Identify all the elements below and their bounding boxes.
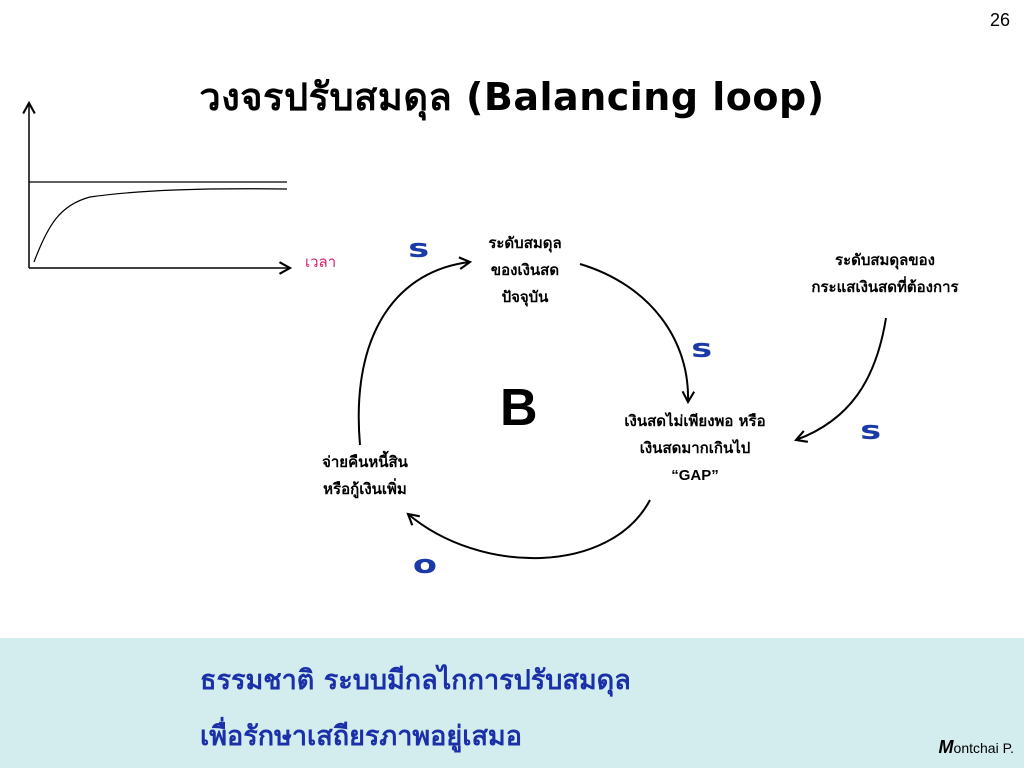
node-line: ระดับสมดุลของ xyxy=(835,251,935,269)
time-graph xyxy=(22,100,293,275)
node-line: ระดับสมดุล xyxy=(488,234,562,252)
polarity-current-to-gap: s xyxy=(691,334,713,364)
node-desired-balance: ระดับสมดุลของ กระแสเงินสดที่ต้องการ xyxy=(770,247,1000,301)
node-gap: เงินสดไม่เพียงพอ หรือ เงินสดมากเกินไป “G… xyxy=(585,408,805,489)
loop-type-label: B xyxy=(500,379,538,437)
node-line: ปัจจุบัน xyxy=(501,288,549,306)
node-line: “GAP” xyxy=(671,467,719,484)
arrow-desired-to-gap xyxy=(793,317,887,443)
page-title: วงจรปรับสมดุล (Balancing loop) xyxy=(199,75,825,119)
arrow-action-to-current xyxy=(357,256,473,446)
arrow-gap-to-action xyxy=(406,499,651,559)
footer-line-2: เพื่อรักษาเสถียรภาพอยู่เสมอ xyxy=(200,721,522,752)
footer-banner: ธรรมชาติ ระบบมีกลไกการปรับสมดุล เพื่อรัก… xyxy=(0,638,1024,768)
node-action: จ่ายคืนหนี้สิน หรือกู้เงินเพิ่ม xyxy=(290,449,440,503)
author-name: ontchai P. xyxy=(953,740,1014,756)
node-line: เงินสดมากเกินไป xyxy=(639,439,751,457)
slide-number: 26 xyxy=(989,10,1010,30)
node-line: เงินสดไม่เพียงพอ หรือ xyxy=(624,412,766,430)
polarity-gap-to-action: o xyxy=(412,550,438,580)
graph-curve xyxy=(33,188,288,263)
node-line: กระแสเงินสดที่ต้องการ xyxy=(811,278,959,296)
polarity-desired-to-gap: s xyxy=(860,416,882,446)
arrow-current-to-gap xyxy=(579,263,696,405)
time-axis-label: เวลา xyxy=(305,253,337,271)
author-credit: Montchai P. xyxy=(939,737,1014,758)
node-line: ของเงินสด xyxy=(490,261,560,279)
polarity-action-to-current: s xyxy=(408,234,430,264)
node-line: หรือกู้เงินเพิ่ม xyxy=(323,480,407,498)
node-current-balance: ระดับสมดุล ของเงินสด ปัจจุบัน xyxy=(455,230,595,311)
footer-line-1: ธรรมชาติ ระบบมีกลไกการปรับสมดุล xyxy=(200,665,631,696)
node-line: จ่ายคืนหนี้สิน xyxy=(322,453,408,471)
author-initial: M xyxy=(938,737,954,757)
